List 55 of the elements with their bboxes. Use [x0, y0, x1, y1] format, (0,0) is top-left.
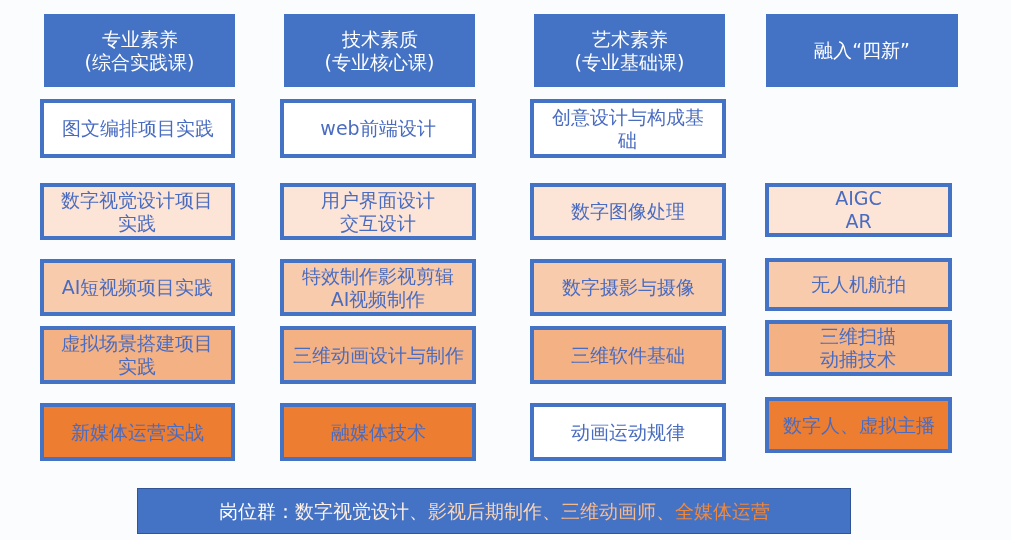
box-label: 数字图像处理	[571, 200, 685, 223]
box-label: 三维扫描动捕技术	[819, 325, 898, 371]
course-box	[765, 397, 952, 453]
course-box	[40, 259, 235, 316]
box-label: 艺术素养	[591, 27, 668, 51]
course-box	[530, 259, 726, 316]
box-label: 创意设计与构成基础	[551, 105, 705, 152]
box-label: 图文编排项目实践	[61, 117, 214, 140]
course-box	[40, 403, 235, 461]
course-box	[765, 183, 952, 237]
box-label: 技术素质	[341, 27, 418, 51]
box-label: (专业基础课)	[574, 50, 685, 74]
course-box	[530, 183, 726, 240]
box-label: 新媒体运营实战	[71, 420, 204, 444]
box-label: (专业核心课)	[324, 50, 435, 74]
course-box	[765, 320, 952, 376]
banner-text: 全媒体运营	[674, 499, 770, 522]
course-box	[765, 258, 952, 311]
course-box	[280, 403, 476, 461]
column-header	[766, 14, 958, 87]
box-label: AIGC AR	[834, 187, 883, 233]
course-box	[40, 99, 235, 158]
course-box	[530, 99, 726, 158]
column-header	[284, 14, 475, 87]
box-label: (综合实践课)	[84, 50, 195, 74]
box-label: 数字摄影与摄像	[561, 276, 695, 299]
box-label: AI短视频项目实践	[61, 276, 214, 299]
box-label: 动画运动规律	[571, 420, 685, 444]
course-box	[280, 99, 476, 158]
course-box	[280, 326, 476, 384]
box-label: 融媒体技术	[330, 420, 426, 444]
box-label: 三维软件基础	[571, 343, 685, 367]
banner-text: 三维动画师、	[560, 499, 675, 522]
box-label: 数字人、虚拟主播	[782, 413, 935, 437]
column-header	[44, 14, 235, 87]
box-label: 用户界面设计交互设计	[320, 188, 436, 235]
banner-text: 岗位群：	[218, 499, 295, 522]
box-label: 数字视觉设计项目实践	[60, 188, 215, 235]
box-label: 融入“四新”	[814, 39, 910, 62]
course-box	[280, 259, 476, 316]
course-box	[40, 183, 235, 240]
course-box	[280, 183, 476, 240]
banner-text: 影视后期制作、	[427, 499, 561, 522]
career-banner	[137, 488, 851, 534]
box-label: 虚拟场景搭建项目实践	[60, 332, 215, 378]
course-box	[530, 326, 726, 384]
course-box	[530, 403, 726, 461]
box-label: 专业素养	[101, 27, 178, 51]
box-label: 无人机航拍	[811, 273, 906, 296]
course-box	[40, 326, 235, 384]
box-label: 三维动画设计与制作	[292, 343, 464, 367]
banner-text: 数字视觉设计、	[294, 499, 428, 522]
column-header	[534, 14, 725, 87]
box-label: 特效制作影视剪辑AI视频制作	[301, 264, 455, 311]
box-label: web前端设计	[320, 117, 436, 140]
